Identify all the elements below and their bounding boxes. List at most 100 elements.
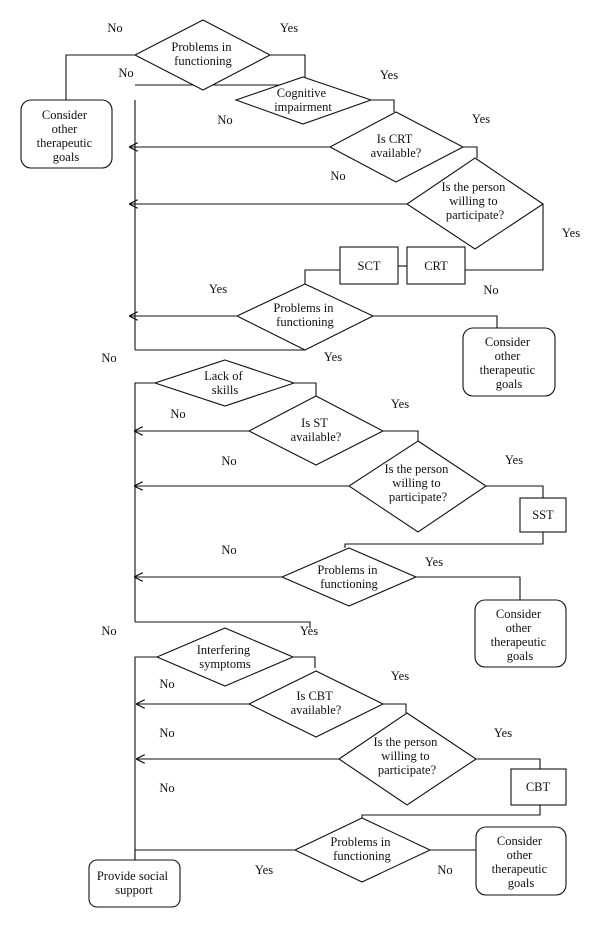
edge-label-yes: Yes [280, 21, 298, 35]
text-line: goals [508, 876, 535, 890]
text-line: Provide social [97, 869, 169, 883]
terminal-text: Consider other therapeutic goals [492, 834, 551, 890]
text-line: functioning [174, 54, 232, 68]
connector [344, 532, 544, 548]
text-line: Problems in [171, 40, 232, 54]
text-line: Consider [485, 335, 531, 349]
text-line: SCT [358, 259, 381, 273]
edge-label-no: No [221, 454, 236, 468]
terminal-text: Consider other therapeutic goals [491, 607, 550, 663]
edge-label-yes: Yes [300, 624, 318, 638]
edge-label-yes: Yes [255, 863, 273, 877]
text-line: Cognitive [277, 86, 327, 100]
terminal-consider-other-goals-3 [474, 599, 567, 668]
connector [134, 849, 295, 860]
text-line: other [52, 122, 79, 136]
edge-label-yes: Yes [391, 397, 409, 411]
decision-is-st-available [247, 395, 385, 466]
decision-problems-in-functioning-3 [280, 547, 418, 607]
process-text: SST [532, 508, 554, 522]
edge-label-no: No [159, 781, 174, 795]
text-line: CBT [526, 780, 551, 794]
text-line: Is CRT [377, 132, 413, 146]
text-line: Is ST [301, 416, 328, 430]
text-line: therapeutic [37, 136, 93, 150]
main-spine [134, 382, 155, 622]
edge-label-no: No [101, 351, 116, 365]
text-line: goals [496, 377, 523, 391]
connector [416, 576, 521, 600]
text-line: available? [371, 146, 422, 160]
main-spine [134, 656, 157, 860]
text-line: other [506, 621, 533, 635]
text-line: CRT [424, 259, 448, 273]
text-line: other [495, 349, 522, 363]
text-line: support [115, 883, 153, 897]
text-line: Is the person [374, 735, 439, 749]
edge-label-yes: Yes [324, 350, 342, 364]
text-line: symptoms [199, 657, 251, 671]
decision-willing-to-participate-2 [348, 440, 487, 533]
text-line: skills [212, 383, 239, 397]
decision-text: Problems in functioning [317, 563, 380, 591]
text-line: participate? [378, 763, 437, 777]
decision-problems-in-functioning-1 [133, 19, 272, 91]
decision-is-cbt-available [247, 670, 385, 738]
process-text: CBT [526, 780, 551, 794]
edge-label-yes: Yes [505, 453, 523, 467]
text-line: Lack of [204, 369, 243, 383]
text-line: Consider [42, 108, 88, 122]
text-line: willing to [381, 749, 429, 763]
connector [383, 703, 407, 713]
connector [465, 204, 544, 271]
text-line: Problems in [273, 301, 334, 315]
terminal-consider-other-goals-1 [20, 99, 113, 169]
edge-label-no: No [170, 407, 185, 421]
text-line: goals [507, 649, 534, 663]
node-texts: Problems in functioning Consider other t… [37, 40, 554, 897]
connector [294, 382, 317, 396]
shapes [20, 19, 567, 908]
decision-willing-to-participate-3 [338, 712, 477, 806]
edge-label-no: No [159, 726, 174, 740]
text-line: Consider [497, 834, 543, 848]
text-line: SST [532, 508, 554, 522]
text-line: participate? [446, 208, 505, 222]
text-line: functioning [276, 315, 334, 329]
connector [65, 54, 135, 100]
terminal-text: Consider other therapeutic goals [480, 335, 539, 391]
edge-label-yes: Yes [425, 555, 443, 569]
decision-problems-in-functioning-4 [293, 817, 432, 883]
edge-label-no: No [107, 21, 122, 35]
edge-label-no: No [221, 543, 236, 557]
text-line: other [507, 848, 534, 862]
connector [135, 621, 311, 628]
edge-label-no: No [217, 113, 232, 127]
text-line: impairment [274, 100, 332, 114]
decision-willing-to-participate-1 [406, 157, 544, 250]
process-text: CRT [424, 259, 448, 273]
edge-label-yes: Yes [562, 226, 580, 240]
decision-cognitive-impairment [234, 76, 373, 125]
text-line: functioning [333, 849, 391, 863]
terminal-consider-other-goals-4 [475, 826, 567, 896]
edge-label-yes: Yes [472, 112, 490, 126]
decision-text: Problems in functioning [171, 40, 234, 68]
edge-label-no: No [330, 169, 345, 183]
text-line: therapeutic [492, 862, 548, 876]
text-line: Problems in [317, 563, 378, 577]
edge-label-yes: Yes [391, 669, 409, 683]
text-line: therapeutic [491, 635, 547, 649]
connector [371, 99, 395, 112]
connector [486, 485, 544, 498]
connector [293, 656, 316, 668]
decision-text: Is the person willing to participate? [374, 735, 441, 777]
process-cbt [510, 768, 567, 806]
text-line: goals [53, 150, 80, 164]
text-line: Interfering [197, 643, 251, 657]
text-line: Problems in [330, 835, 391, 849]
edge-label-no: No [118, 66, 133, 80]
text-line: available? [291, 430, 342, 444]
